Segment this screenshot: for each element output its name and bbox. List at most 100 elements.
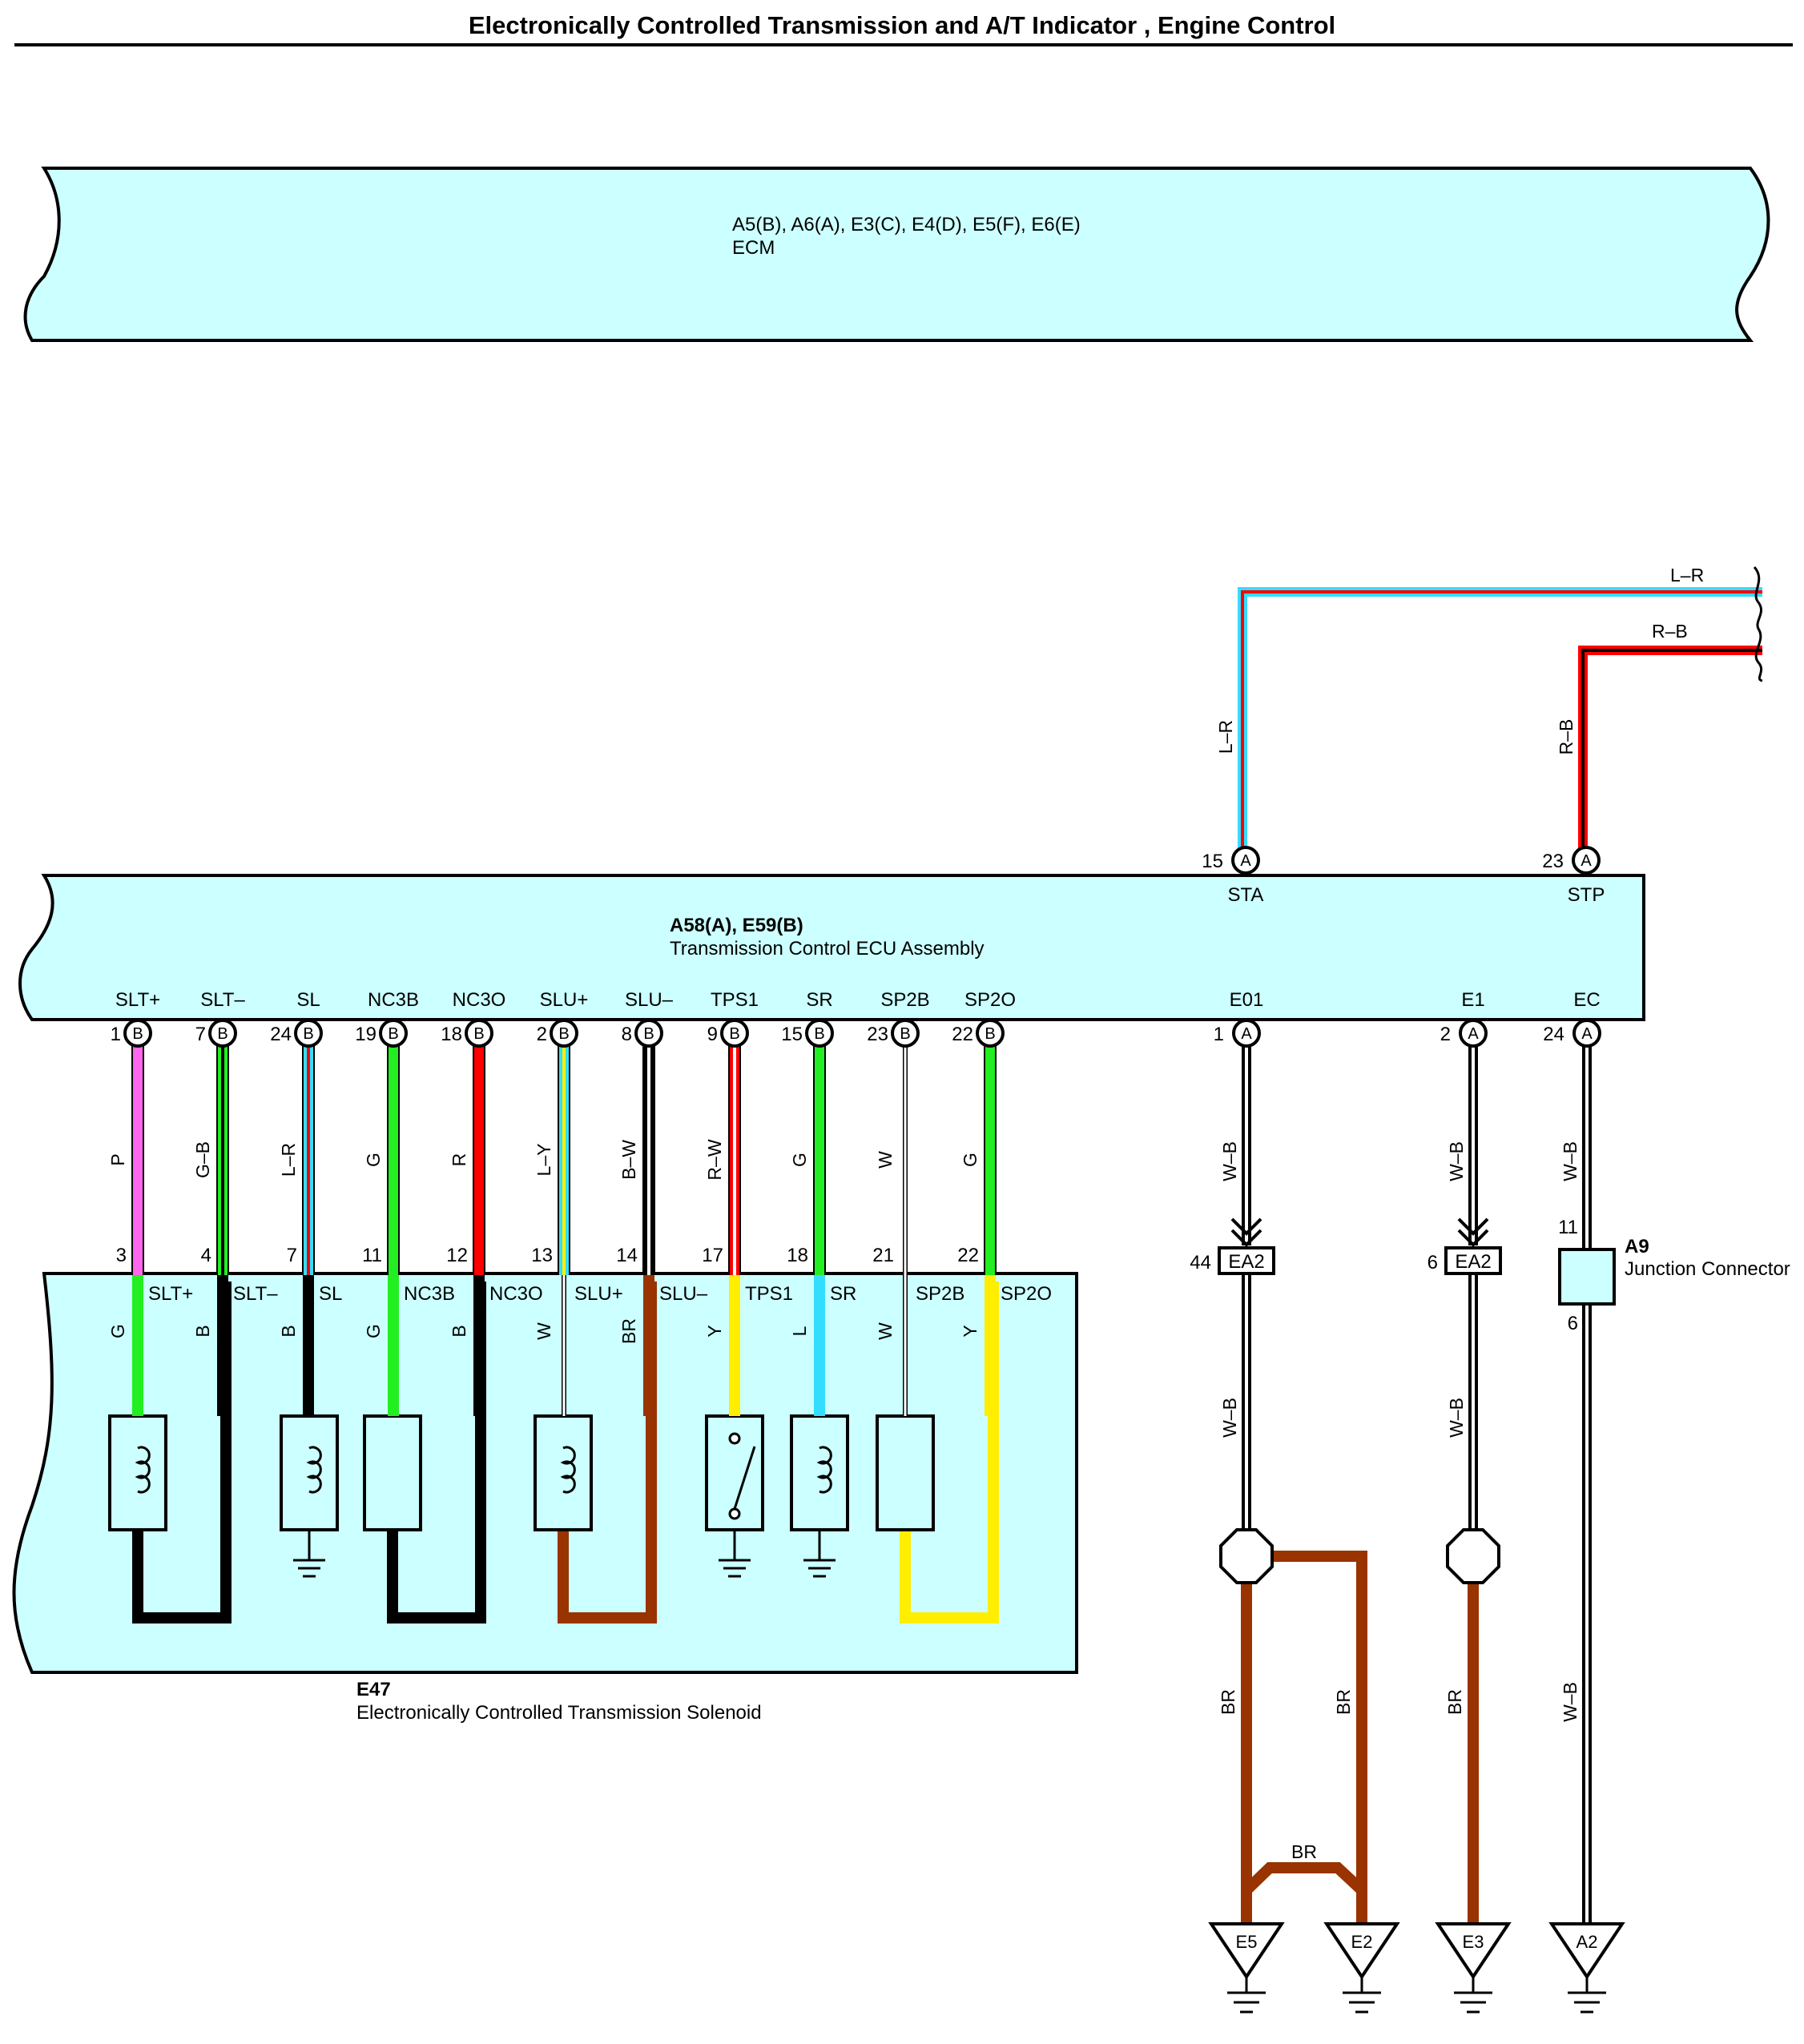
solenoid-pin-number: 17 <box>702 1245 723 1266</box>
pin-ec: A 24 EC <box>1543 989 1601 1048</box>
tcu-pin-number: 23 <box>867 1024 888 1045</box>
wire-code-label: R <box>449 1153 469 1167</box>
tcu-pin-number: 1 <box>111 1024 121 1045</box>
signal-pins: B1SLT+B7SLT–B24SLB19NC3BB18NC3OB2SLU+B8S… <box>111 989 1016 1048</box>
splice-icon <box>1219 1528 1500 1584</box>
inner-wire-code-label: W <box>875 1322 896 1340</box>
wire-label-ec: W–B <box>1560 1141 1581 1181</box>
tcu-signal-label: SP2O <box>964 989 1016 1011</box>
wire-code-label: G <box>789 1153 810 1167</box>
wire-code-label: L–R <box>278 1143 299 1177</box>
inner-wire-code-label: L <box>789 1326 810 1336</box>
solenoid-terminal-label: SLU– <box>659 1283 708 1305</box>
wire-label-r-b: R–B <box>1556 719 1576 755</box>
inner-wire-code-label: Y <box>960 1325 981 1337</box>
wire-code-label: G <box>960 1153 981 1167</box>
svg-text:A2: A2 <box>1576 1932 1598 1952</box>
svg-text:A: A <box>1240 852 1251 870</box>
solenoid-name: Electronically Controlled Transmission S… <box>356 1702 762 1724</box>
chevron-down-icon <box>1230 1217 1489 1247</box>
tcu-signal-label: SL <box>296 989 320 1011</box>
svg-text:44: 44 <box>1190 1252 1211 1273</box>
solenoid-pin-number: 4 <box>201 1245 211 1266</box>
svg-text:B: B <box>473 1025 484 1043</box>
wire-code-label: R–W <box>704 1139 725 1180</box>
svg-text:24: 24 <box>1543 1024 1564 1045</box>
svg-text:B: B <box>985 1025 995 1043</box>
solenoid-pin-number: 22 <box>957 1245 979 1266</box>
wire-label-r-b-ext: R–B <box>1652 621 1688 642</box>
svg-text:6: 6 <box>1427 1252 1438 1273</box>
solenoid-code: E47 <box>356 1679 391 1700</box>
tcu-pin-number: 2 <box>537 1024 547 1045</box>
inner-wire-code-label: G <box>363 1324 384 1338</box>
solenoid-internals <box>108 1282 999 1624</box>
tcu-code: A58(A), E59(B) <box>670 915 803 936</box>
tcu-pin-number: 9 <box>707 1024 718 1045</box>
svg-text:E1: E1 <box>1461 989 1484 1011</box>
tcu-pin-number: 22 <box>952 1024 973 1045</box>
tcu-signal-label: SR <box>806 989 832 1011</box>
tcu-pin-number: 8 <box>622 1024 632 1045</box>
wire-label-br-right: BR <box>1333 1689 1354 1715</box>
wire-break-mark <box>1753 566 1763 682</box>
wire-label-ea2-left: W–B <box>1219 1398 1240 1438</box>
wire-label-br-bridge: BR <box>1291 1841 1317 1862</box>
tcu-pin-number: 7 <box>195 1024 206 1045</box>
wire-l-r-sta <box>1238 587 1762 857</box>
svg-text:A: A <box>1581 852 1592 870</box>
solenoid-pin-number: 11 <box>362 1245 382 1266</box>
solenoid-pin-number: 3 <box>116 1245 127 1266</box>
svg-text:B: B <box>558 1025 569 1043</box>
tcu-signal-label: TPS1 <box>711 989 759 1011</box>
inner-wire-code-label: W <box>534 1322 554 1340</box>
tcu-pin-number: 24 <box>270 1024 292 1045</box>
solenoid-pin-number: 7 <box>287 1245 297 1266</box>
connector-ea2-right: EA2 6 <box>1427 1246 1502 1275</box>
tcu-box <box>18 874 1645 1021</box>
wire-code-label: B–W <box>618 1140 639 1180</box>
svg-text:E3: E3 <box>1463 1932 1484 1952</box>
svg-text:2: 2 <box>1440 1024 1451 1045</box>
tcu-signal-label: SP2B <box>880 989 929 1011</box>
svg-text:EA2: EA2 <box>1228 1251 1264 1273</box>
svg-text:B: B <box>217 1025 228 1043</box>
solenoid-terminal-label: SLT– <box>233 1283 278 1305</box>
solenoid-pin-number: 18 <box>787 1245 808 1266</box>
svg-text:B: B <box>643 1025 654 1043</box>
svg-text:B: B <box>388 1025 398 1043</box>
tcu-signal-label: NC3B <box>368 989 419 1011</box>
wire-label-br-left: BR <box>1218 1689 1238 1715</box>
tcu-pin-number: 15 <box>781 1024 803 1045</box>
svg-text:1: 1 <box>1214 1024 1224 1045</box>
ground-e3: E3 <box>1435 1922 1512 2014</box>
solenoid-pin-number: 12 <box>446 1245 468 1266</box>
wire-label-e01: W–B <box>1219 1141 1240 1181</box>
inner-wire-code-label: B <box>449 1325 469 1337</box>
ground-e5: E5 <box>1208 1922 1285 2014</box>
solenoid-pin-number: 13 <box>531 1245 553 1266</box>
inner-wire-code-label: G <box>107 1324 128 1338</box>
svg-text:STA: STA <box>1228 884 1264 906</box>
wire-code-label: L–Y <box>534 1144 554 1177</box>
junction-connector: 11 6 A9 Junction Connector <box>1558 1217 1790 1334</box>
svg-text:STP: STP <box>1568 884 1605 906</box>
inner-wire-code-label: Y <box>704 1325 725 1337</box>
wire-label-e1: W–B <box>1446 1141 1467 1181</box>
pin-stp: A 23 STP <box>1542 846 1605 906</box>
